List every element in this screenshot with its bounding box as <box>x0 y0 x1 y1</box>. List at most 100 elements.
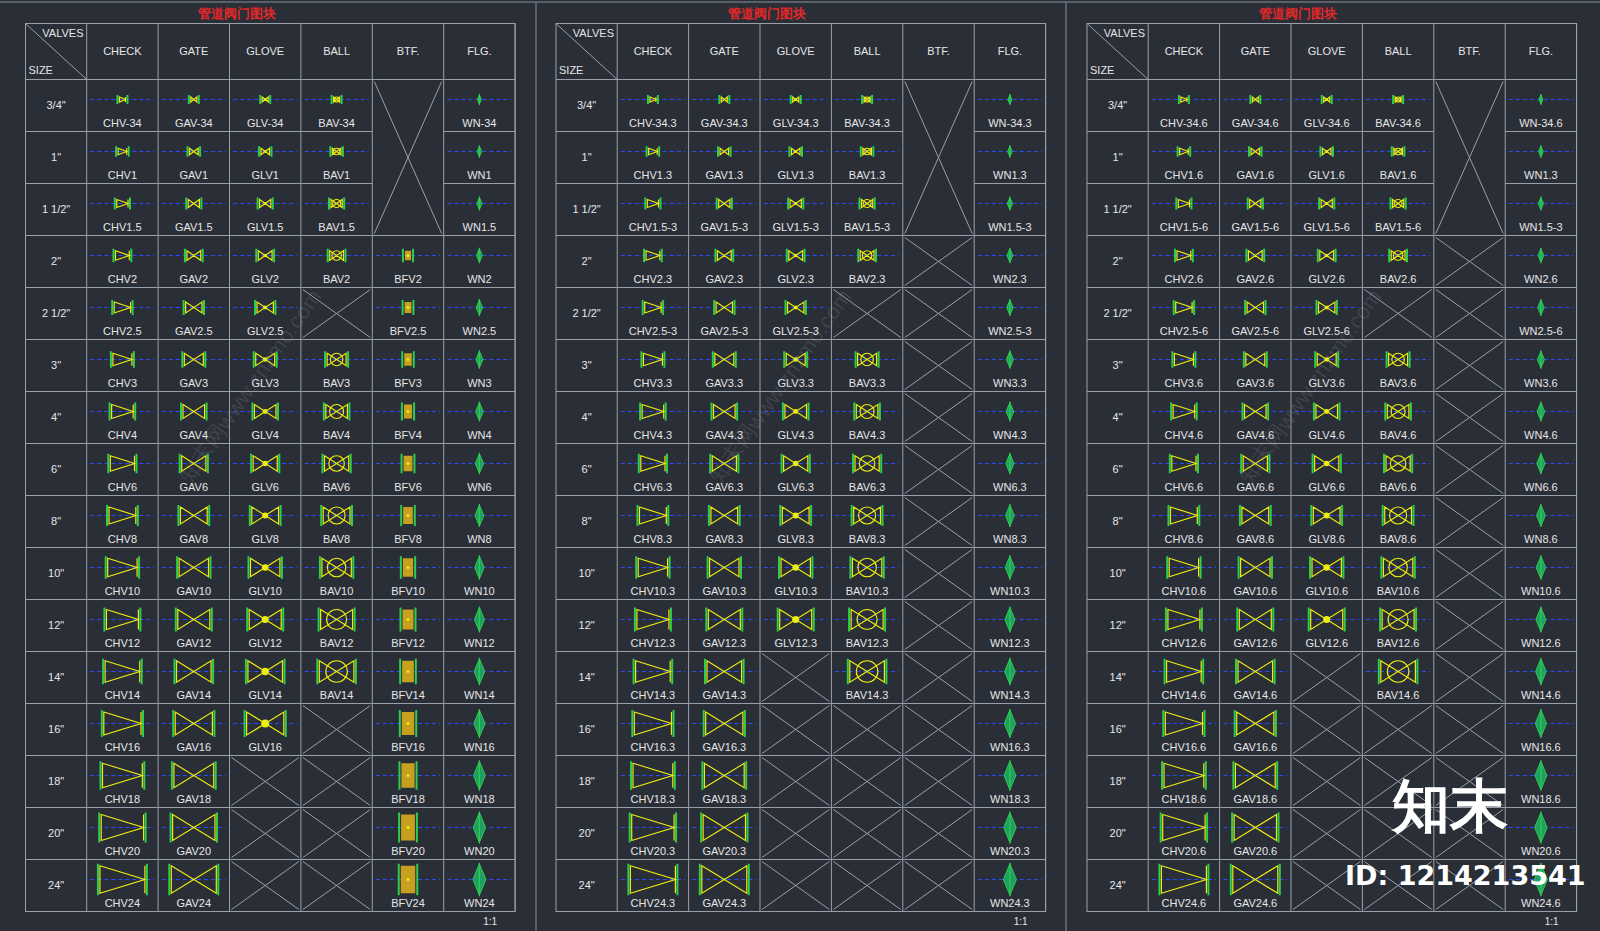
globe-dot <box>262 616 269 623</box>
valve-body <box>850 661 885 683</box>
butterfly-dot <box>406 878 409 881</box>
flange-symbol <box>1008 146 1013 157</box>
globe-dot <box>793 409 798 414</box>
butterfly-disc <box>404 405 412 419</box>
flange-mark <box>415 608 417 632</box>
butterfly-disc <box>403 558 413 577</box>
grid-line <box>372 339 443 340</box>
grid-line <box>158 495 229 496</box>
valve-body <box>1311 610 1343 630</box>
size-label: 1" <box>556 151 617 164</box>
block-name: CHV1.5-6 <box>1148 221 1219 234</box>
grid-line <box>26 755 87 756</box>
pipe-line <box>621 151 685 152</box>
flange-mark <box>111 300 113 315</box>
grid-line <box>617 807 688 808</box>
grid-line <box>1362 339 1433 340</box>
pipe-line <box>764 151 828 152</box>
grid-line <box>831 755 902 756</box>
grid-line <box>1087 755 1148 756</box>
flange-mark <box>1335 249 1337 263</box>
block-name: CHV8.6 <box>1148 533 1219 546</box>
grid-line <box>1219 24 1220 912</box>
valve-body <box>105 661 140 683</box>
flange-symbol <box>1004 813 1016 843</box>
flange-mark <box>1411 454 1413 474</box>
flange-mark <box>1382 505 1384 526</box>
header-diagonal <box>26 24 87 80</box>
block-name: BFV20 <box>372 845 443 858</box>
grid-line <box>87 495 158 496</box>
grid-line <box>158 391 229 392</box>
grid-line <box>1148 703 1219 704</box>
column-header: VALVES <box>564 27 614 40</box>
size-label: 3/4" <box>556 99 617 112</box>
pipe-line <box>1152 307 1216 308</box>
valve-body <box>714 405 736 419</box>
flange-mark <box>1540 145 1541 158</box>
grid-line <box>1291 807 1362 808</box>
valve-body <box>785 405 807 419</box>
grid-line <box>1291 339 1362 340</box>
valve-body <box>1320 251 1334 261</box>
block-name: CHV24.6 <box>1148 897 1219 910</box>
flange-mark <box>181 351 183 368</box>
valve-body <box>1171 507 1198 524</box>
block-name: CHV16.6 <box>1148 741 1219 754</box>
flange-mark <box>345 249 347 263</box>
grid-line <box>760 599 831 600</box>
grid-line <box>556 755 617 756</box>
block-name: GLV4.3 <box>760 429 831 442</box>
block-name: BAV10 <box>301 585 372 598</box>
valve-body <box>190 148 199 155</box>
valve-body <box>175 712 212 735</box>
flange-mark <box>1540 555 1541 580</box>
flange-mark <box>718 95 720 104</box>
grid-line <box>87 443 158 444</box>
block-name: CHV4 <box>87 429 158 442</box>
grid-line <box>556 235 617 236</box>
column-header: SIZE <box>29 64 69 77</box>
valve-body <box>711 507 738 524</box>
flange-mark <box>203 300 205 315</box>
grid-line <box>831 703 902 704</box>
block-name: WN12.6 <box>1505 637 1576 650</box>
flange-mark <box>208 505 210 526</box>
grid-line <box>974 807 1045 808</box>
flange-mark <box>1235 659 1237 685</box>
empty-cross <box>905 394 972 442</box>
empty-cross <box>232 862 299 910</box>
empty-cross <box>1436 238 1503 286</box>
flange-mark <box>1317 249 1319 263</box>
flange-mark <box>1332 146 1334 157</box>
flange-mark <box>802 198 804 210</box>
flange-symbol <box>1536 608 1546 632</box>
grid-line <box>1087 339 1148 340</box>
grid-line <box>1148 339 1219 340</box>
grid-line <box>301 599 372 600</box>
grid-line <box>1087 235 1148 236</box>
column-header: BALL <box>831 45 902 58</box>
grid-line <box>1505 547 1576 548</box>
flange-mark <box>479 248 480 264</box>
grid-line <box>158 651 229 652</box>
grid-line <box>903 443 974 444</box>
globe-dot <box>793 461 798 466</box>
block-name: WN20.6 <box>1505 845 1576 858</box>
flange-mark <box>329 146 331 157</box>
grid-line <box>444 859 515 860</box>
block-name: WN2.5 <box>444 325 515 338</box>
grid-line <box>301 443 372 444</box>
grid-line <box>974 651 1045 652</box>
grid-line <box>301 547 372 548</box>
flange-mark <box>630 761 632 790</box>
grid-line <box>1505 495 1576 496</box>
flange-mark <box>1267 403 1269 421</box>
flange-mark <box>280 505 282 526</box>
block-name: GLV10.3 <box>760 585 831 598</box>
flange-mark <box>646 146 648 157</box>
column-header: CHECK <box>87 45 158 58</box>
block-name: BAV-34 <box>301 117 372 130</box>
grid-line <box>1148 391 1219 392</box>
flange-symbol <box>1005 608 1015 632</box>
